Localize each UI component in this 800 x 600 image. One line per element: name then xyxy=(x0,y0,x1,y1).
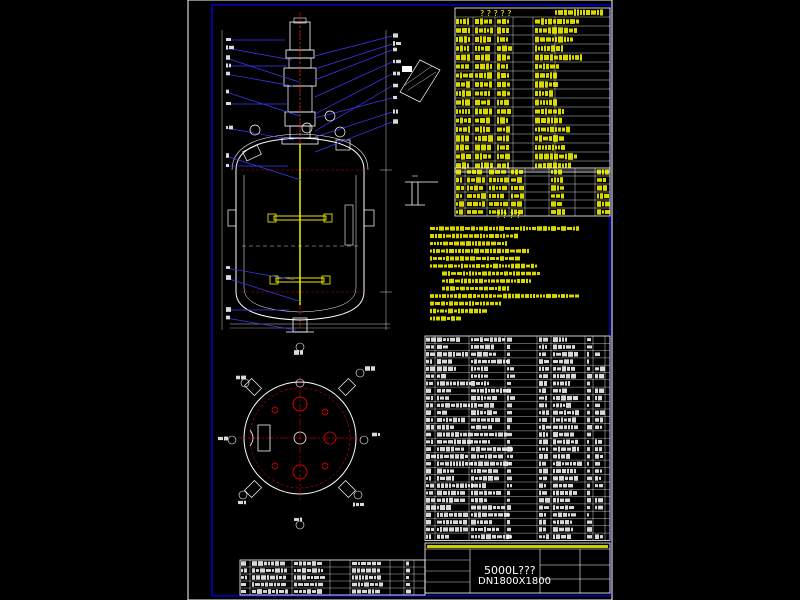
vessel-elevation-view xyxy=(221,12,401,333)
upper-impeller xyxy=(273,215,327,221)
outer-frame xyxy=(187,0,613,600)
title-block-dimensions: DN1800X1800 xyxy=(478,576,551,587)
bottom-parts-table xyxy=(239,559,426,596)
spec-table xyxy=(454,7,611,173)
detail-view-b xyxy=(405,175,438,206)
lower-impeller xyxy=(275,277,325,283)
parts-list-table xyxy=(424,335,611,541)
nozzle-table xyxy=(454,167,611,217)
detail-view-a xyxy=(399,59,441,103)
spec-table-heading: ? ? ? ? ? xyxy=(480,9,512,18)
vessel-plan-view xyxy=(218,342,380,530)
title-block-capacity: 5000L??? xyxy=(484,564,536,577)
technical-notes xyxy=(430,226,579,321)
bottom-head xyxy=(235,291,365,321)
sheet-border xyxy=(211,4,611,597)
notes-heading: ? ? ? ? xyxy=(496,211,521,220)
top-head xyxy=(235,137,365,171)
